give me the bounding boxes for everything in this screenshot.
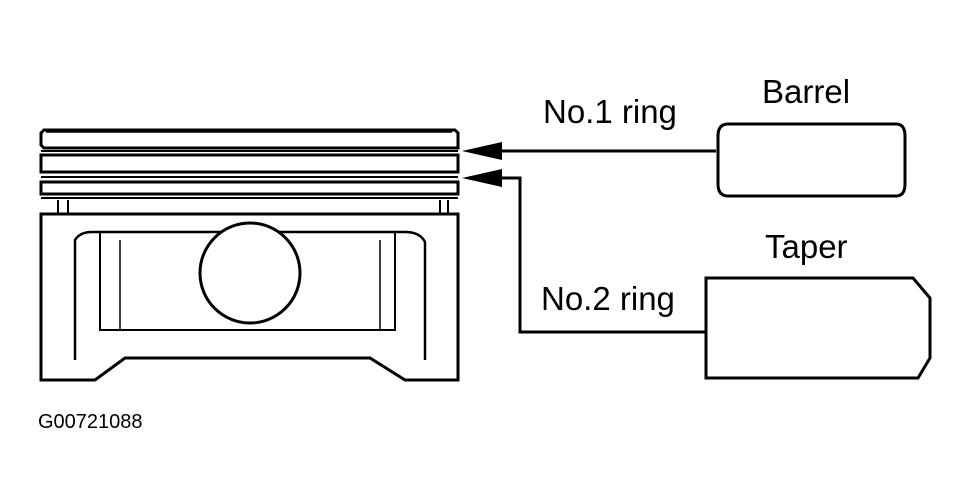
no1-ring-arrow	[462, 142, 502, 160]
leaders	[500, 149, 716, 334]
figure-code: G00721088	[38, 411, 143, 433]
barrel-label: Barrel	[762, 73, 850, 110]
no1-ring-label: No.1 ring	[543, 93, 677, 130]
second-land	[39, 153, 460, 174]
third-land	[39, 180, 460, 196]
barrel-ring-profile	[716, 122, 907, 198]
no2-ring-label: No.2 ring	[541, 280, 675, 317]
piston-pin-boss	[198, 221, 302, 325]
top-land	[39, 128, 460, 150]
piston	[39, 128, 460, 382]
no2-ring-arrow	[462, 169, 502, 187]
taper-ring-profile	[704, 276, 932, 380]
taper-label: Taper	[765, 228, 848, 265]
no2-ring-leader	[500, 176, 705, 334]
